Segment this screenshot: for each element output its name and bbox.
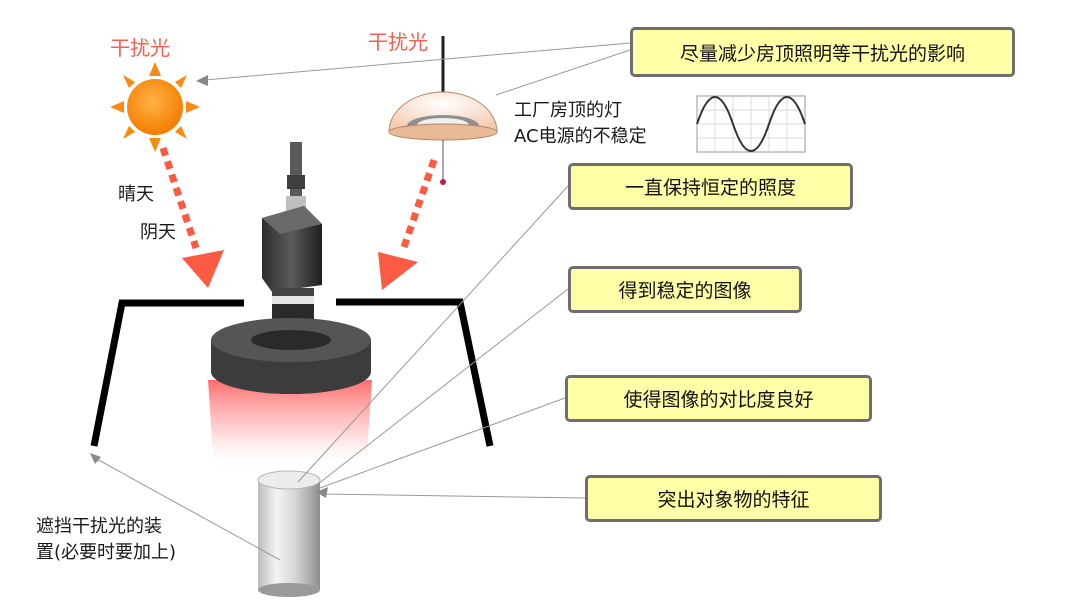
callout-reduce-interference: 尽量减少房顶照明等干扰光的影响 bbox=[630, 27, 1015, 77]
ceiling-lamp-icon bbox=[388, 36, 498, 185]
callout-stable-image: 得到稳定的图像 bbox=[568, 266, 802, 313]
target-object-icon bbox=[257, 470, 321, 597]
shield-label-line1: 遮挡干扰光的装 bbox=[36, 516, 162, 537]
shield-left bbox=[90, 299, 244, 447]
shield-label-line2: 置(必要时要加上) bbox=[36, 542, 177, 563]
sunny-label: 晴天 bbox=[118, 184, 154, 205]
cloudy-label: 阴天 bbox=[140, 222, 176, 243]
interference-arrow-lamp bbox=[378, 158, 438, 290]
callout-constant-illumination: 一直保持恒定的照度 bbox=[568, 163, 853, 210]
callout-highlight-features: 突出对象物的特征 bbox=[585, 475, 882, 522]
shield-right bbox=[336, 298, 494, 447]
interference-light-label-left: 干扰光 bbox=[110, 36, 170, 60]
sun-icon bbox=[110, 62, 200, 152]
light-glow bbox=[208, 380, 372, 470]
factory-light-label: 工厂房顶的灯 bbox=[514, 100, 622, 121]
interference-light-label-top: 干扰光 bbox=[368, 30, 428, 54]
camera-icon bbox=[262, 142, 322, 338]
pointer-arrowheads bbox=[90, 75, 328, 498]
interference-arrow-sun bbox=[159, 146, 224, 288]
callout-good-contrast: 使得图像的对比度良好 bbox=[565, 375, 872, 422]
pointer-lines bbox=[94, 42, 631, 561]
ac-waveform-icon bbox=[696, 95, 806, 153]
ac-power-label: AC电源的不稳定 bbox=[514, 126, 647, 147]
ring-light-icon bbox=[211, 318, 371, 394]
